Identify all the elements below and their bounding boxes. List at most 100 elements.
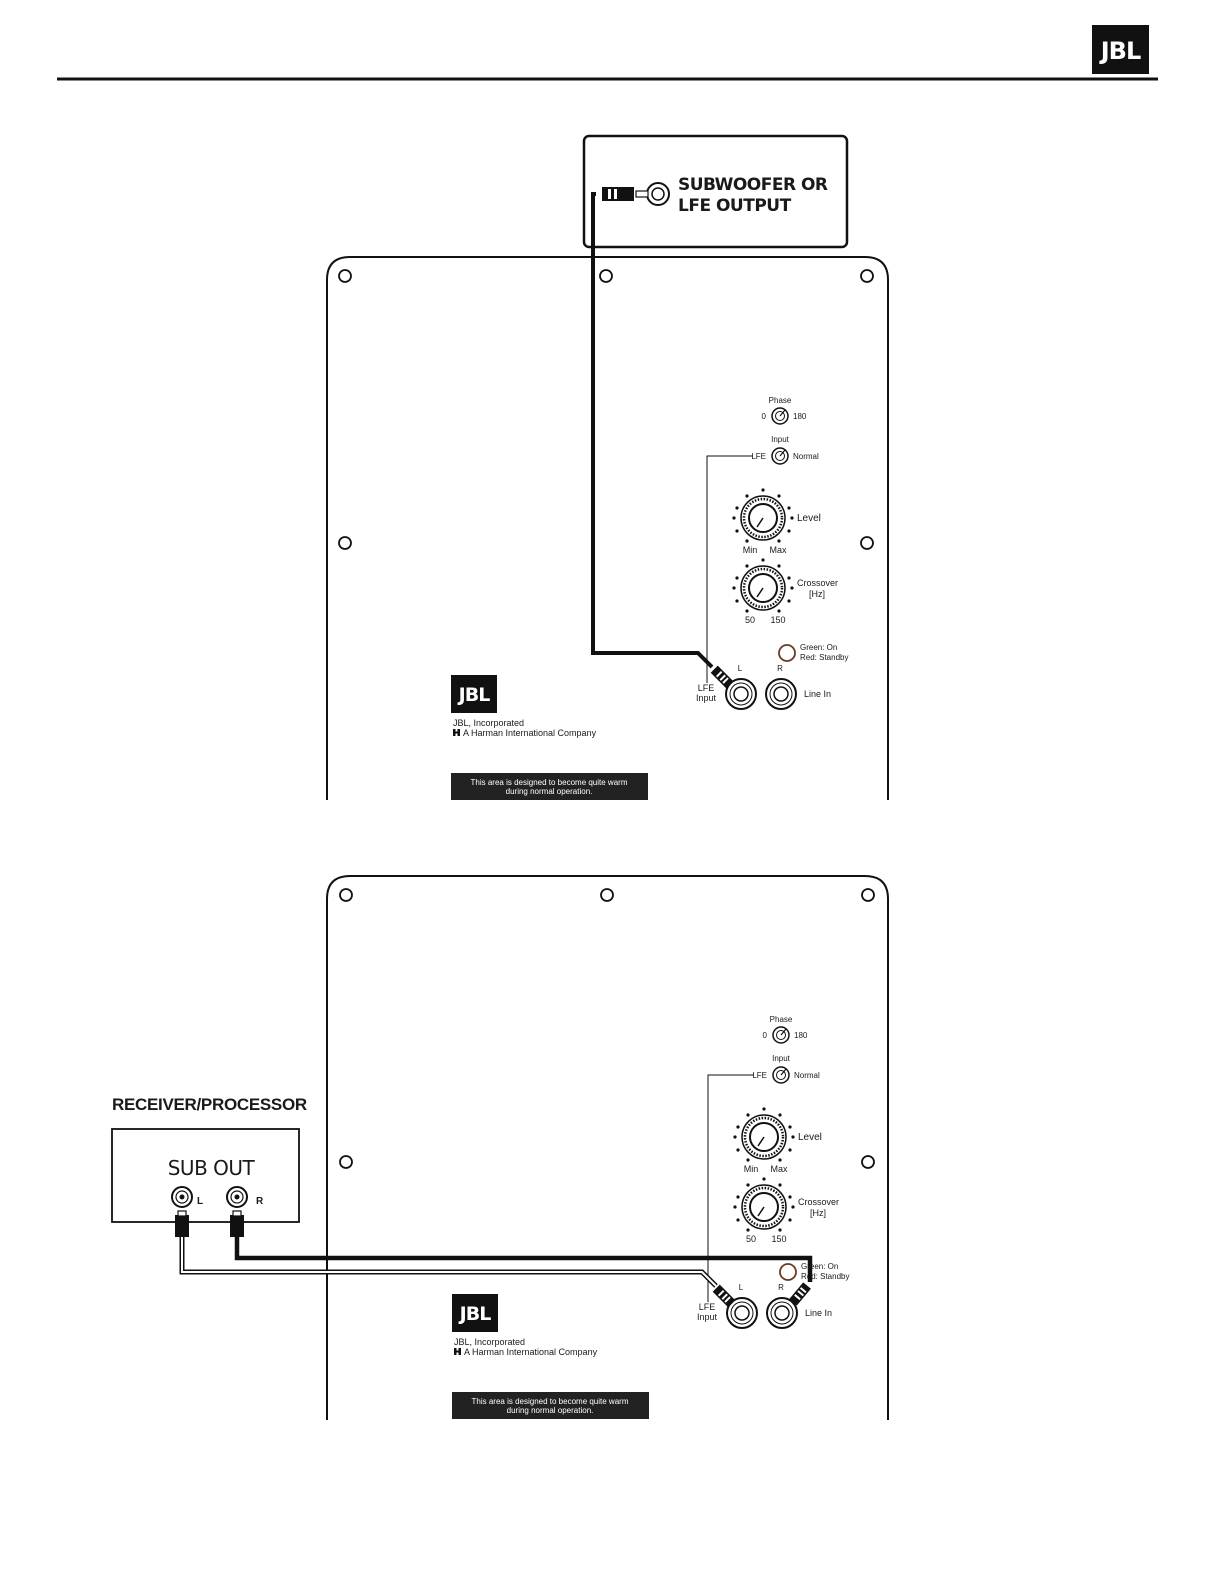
svg-text:JBL: JBL (1099, 37, 1141, 65)
mount-hole (338, 536, 352, 550)
svg-text:Normal: Normal (794, 1071, 820, 1080)
svg-text:L: L (739, 1283, 744, 1292)
mount-hole (339, 888, 353, 902)
phase-switch[interactable]: Phase 0 180 (763, 1015, 808, 1044)
svg-text:R: R (778, 1283, 784, 1292)
power-led: Green: On Red: Standby (778, 643, 848, 662)
input-switch[interactable]: Input LFE Normal (751, 435, 819, 465)
panel-jbl-logo: JBL (452, 1294, 498, 1332)
svg-text:Line In: Line In (804, 689, 831, 699)
mount-hole (600, 888, 614, 902)
warning-label: This area is designed to become quite wa… (452, 1392, 649, 1419)
svg-text:Crossover: Crossover (797, 578, 838, 588)
svg-text:R: R (777, 664, 783, 673)
sub-out-r-jack[interactable] (226, 1186, 248, 1208)
lfe-input-l-jack[interactable] (726, 1297, 758, 1329)
amp-panel-outline (326, 256, 889, 800)
crossover-knob[interactable]: Crossover [Hz] 50 150 (733, 1177, 839, 1244)
svg-text:Input: Input (696, 693, 717, 703)
svg-text:Input: Input (697, 1312, 718, 1322)
rca-plug-icon (602, 187, 634, 201)
left-channel-cable (175, 1210, 736, 1308)
level-knob[interactable]: Level Min Max (733, 1107, 822, 1174)
svg-text:150: 150 (770, 615, 785, 625)
mount-hole (339, 1155, 353, 1169)
svg-text:during normal operation.: during normal operation. (506, 787, 593, 796)
receiver-title: RECEIVER/PROCESSOR (112, 1095, 307, 1114)
svg-text:Min: Min (744, 1164, 759, 1174)
amp-panel-outline (326, 875, 889, 1420)
lfe-input-l-jack[interactable] (725, 678, 757, 710)
svg-text:Normal: Normal (793, 452, 819, 461)
company-line1: JBL, Incorporated (454, 1337, 525, 1347)
receiver-box: SUB OUT L R (111, 1128, 300, 1223)
figure-top: SUBWOOFER OR LFE OUTPUT Phase 0 180 Inpu… (326, 134, 889, 800)
svg-text:Input: Input (772, 1054, 791, 1063)
svg-text:Level: Level (797, 513, 821, 524)
svg-text:[Hz]: [Hz] (810, 1208, 826, 1218)
svg-text:[Hz]: [Hz] (809, 589, 825, 599)
phase-switch[interactable]: Phase 0 180 (762, 396, 807, 425)
sub-out-label: SUB OUT (168, 1156, 256, 1180)
svg-text:Red: Standby: Red: Standby (800, 653, 848, 662)
svg-text:This area is designed to becom: This area is designed to become quite wa… (471, 778, 628, 787)
subwoofer-output-box: SUBWOOFER OR LFE OUTPUT (582, 134, 849, 249)
company-line1: JBL, Incorporated (453, 718, 524, 728)
svg-text:50: 50 (745, 615, 755, 625)
source-line2: LFE OUTPUT (678, 196, 792, 216)
svg-text:180: 180 (794, 1031, 808, 1040)
svg-text:JBL: JBL (457, 684, 491, 706)
line-in-r-jack[interactable] (765, 678, 797, 710)
svg-text:This area is designed to becom: This area is designed to become quite wa… (472, 1397, 629, 1406)
svg-text:LFE: LFE (699, 1302, 716, 1312)
svg-text:R: R (256, 1196, 264, 1207)
svg-text:180: 180 (793, 412, 807, 421)
svg-text:150: 150 (771, 1234, 786, 1244)
svg-text:Green: On: Green: On (801, 1262, 838, 1271)
svg-text:Min: Min (743, 545, 758, 555)
harman-h-icon (453, 729, 460, 736)
level-knob[interactable]: Level Min Max (732, 488, 821, 555)
svg-text:Phase: Phase (769, 396, 792, 405)
line-in-r-jack[interactable] (766, 1297, 798, 1329)
svg-text:Max: Max (769, 545, 787, 555)
svg-text:50: 50 (746, 1234, 756, 1244)
header-jbl-logo: JBL (1092, 25, 1149, 74)
svg-text:L: L (738, 664, 743, 673)
svg-text:during normal operation.: during normal operation. (507, 1406, 594, 1415)
svg-text:LFE: LFE (698, 683, 715, 693)
svg-text:Level: Level (798, 1132, 822, 1143)
svg-text:JBL: JBL (458, 1303, 492, 1325)
svg-text:Red: Standby: Red: Standby (801, 1272, 849, 1281)
input-switch[interactable]: Input LFE Normal (752, 1054, 820, 1084)
mount-hole (861, 1155, 875, 1169)
svg-text:LFE: LFE (751, 452, 766, 461)
harman-h-icon (454, 1348, 461, 1355)
rca-output-jack (635, 182, 670, 206)
mount-holes (339, 888, 875, 1169)
mount-hole (599, 269, 613, 283)
svg-text:Crossover: Crossover (798, 1197, 839, 1207)
sub-out-l-jack[interactable] (171, 1186, 193, 1208)
svg-text:Phase: Phase (770, 1015, 793, 1024)
company-line2: A Harman International Company (464, 1347, 598, 1357)
subwoofer-cable (591, 192, 734, 689)
lfe-bracket-line (707, 1074, 754, 1302)
svg-text:0: 0 (762, 412, 767, 421)
power-led: Green: On Red: Standby (779, 1262, 849, 1281)
mount-hole (860, 536, 874, 550)
svg-text:Max: Max (770, 1164, 788, 1174)
figure-bottom: RECEIVER/PROCESSOR SUB OUT L R (111, 875, 889, 1420)
company-line2: A Harman International Company (463, 728, 597, 738)
crossover-knob[interactable]: Crossover [Hz] 50 150 (732, 558, 838, 625)
svg-text:0: 0 (763, 1031, 768, 1040)
svg-text:Input: Input (771, 435, 790, 444)
panel-jbl-logo: JBL (451, 675, 497, 713)
mount-hole (338, 269, 352, 283)
mount-hole (860, 269, 874, 283)
svg-text:LFE: LFE (752, 1071, 767, 1080)
warning-label: This area is designed to become quite wa… (451, 773, 648, 800)
svg-text:L: L (197, 1196, 203, 1207)
lfe-bracket-line (706, 455, 753, 683)
right-channel-cable (230, 1210, 813, 1306)
